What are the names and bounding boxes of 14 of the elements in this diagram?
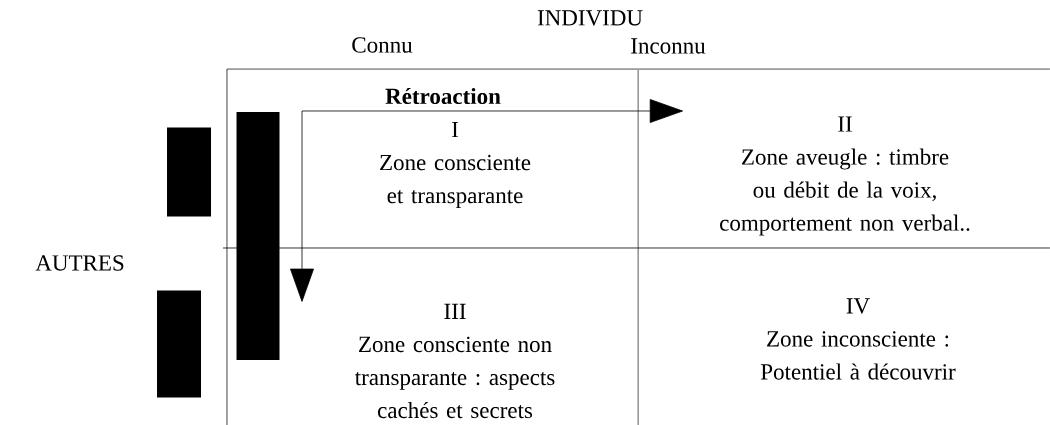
quadrant-text: IV Zone inconsciente : Potentiel à découvrir <box>760 298 956 380</box>
arrow <box>290 110 314 302</box>
bar <box>157 290 201 398</box>
quadrant-text: I Zone consciente et transparante <box>380 122 531 208</box>
quadrant-text: II Zone aveugle : timbre ou débit de la voix, comportement non verbal.. <box>720 116 970 236</box>
header-label: AUTRES <box>35 255 124 271</box>
header-label: Connu <box>352 37 413 53</box>
edge-label: Rétroaction <box>385 87 501 105</box>
header-label: Inconnu <box>631 38 706 54</box>
header-label: INDIVIDU <box>537 10 643 26</box>
quadrant-text: III Zone consciente non transparante : aspects cachés et secrets <box>354 303 555 419</box>
arrow <box>301 99 683 123</box>
bar <box>236 112 280 360</box>
bar <box>167 127 211 217</box>
